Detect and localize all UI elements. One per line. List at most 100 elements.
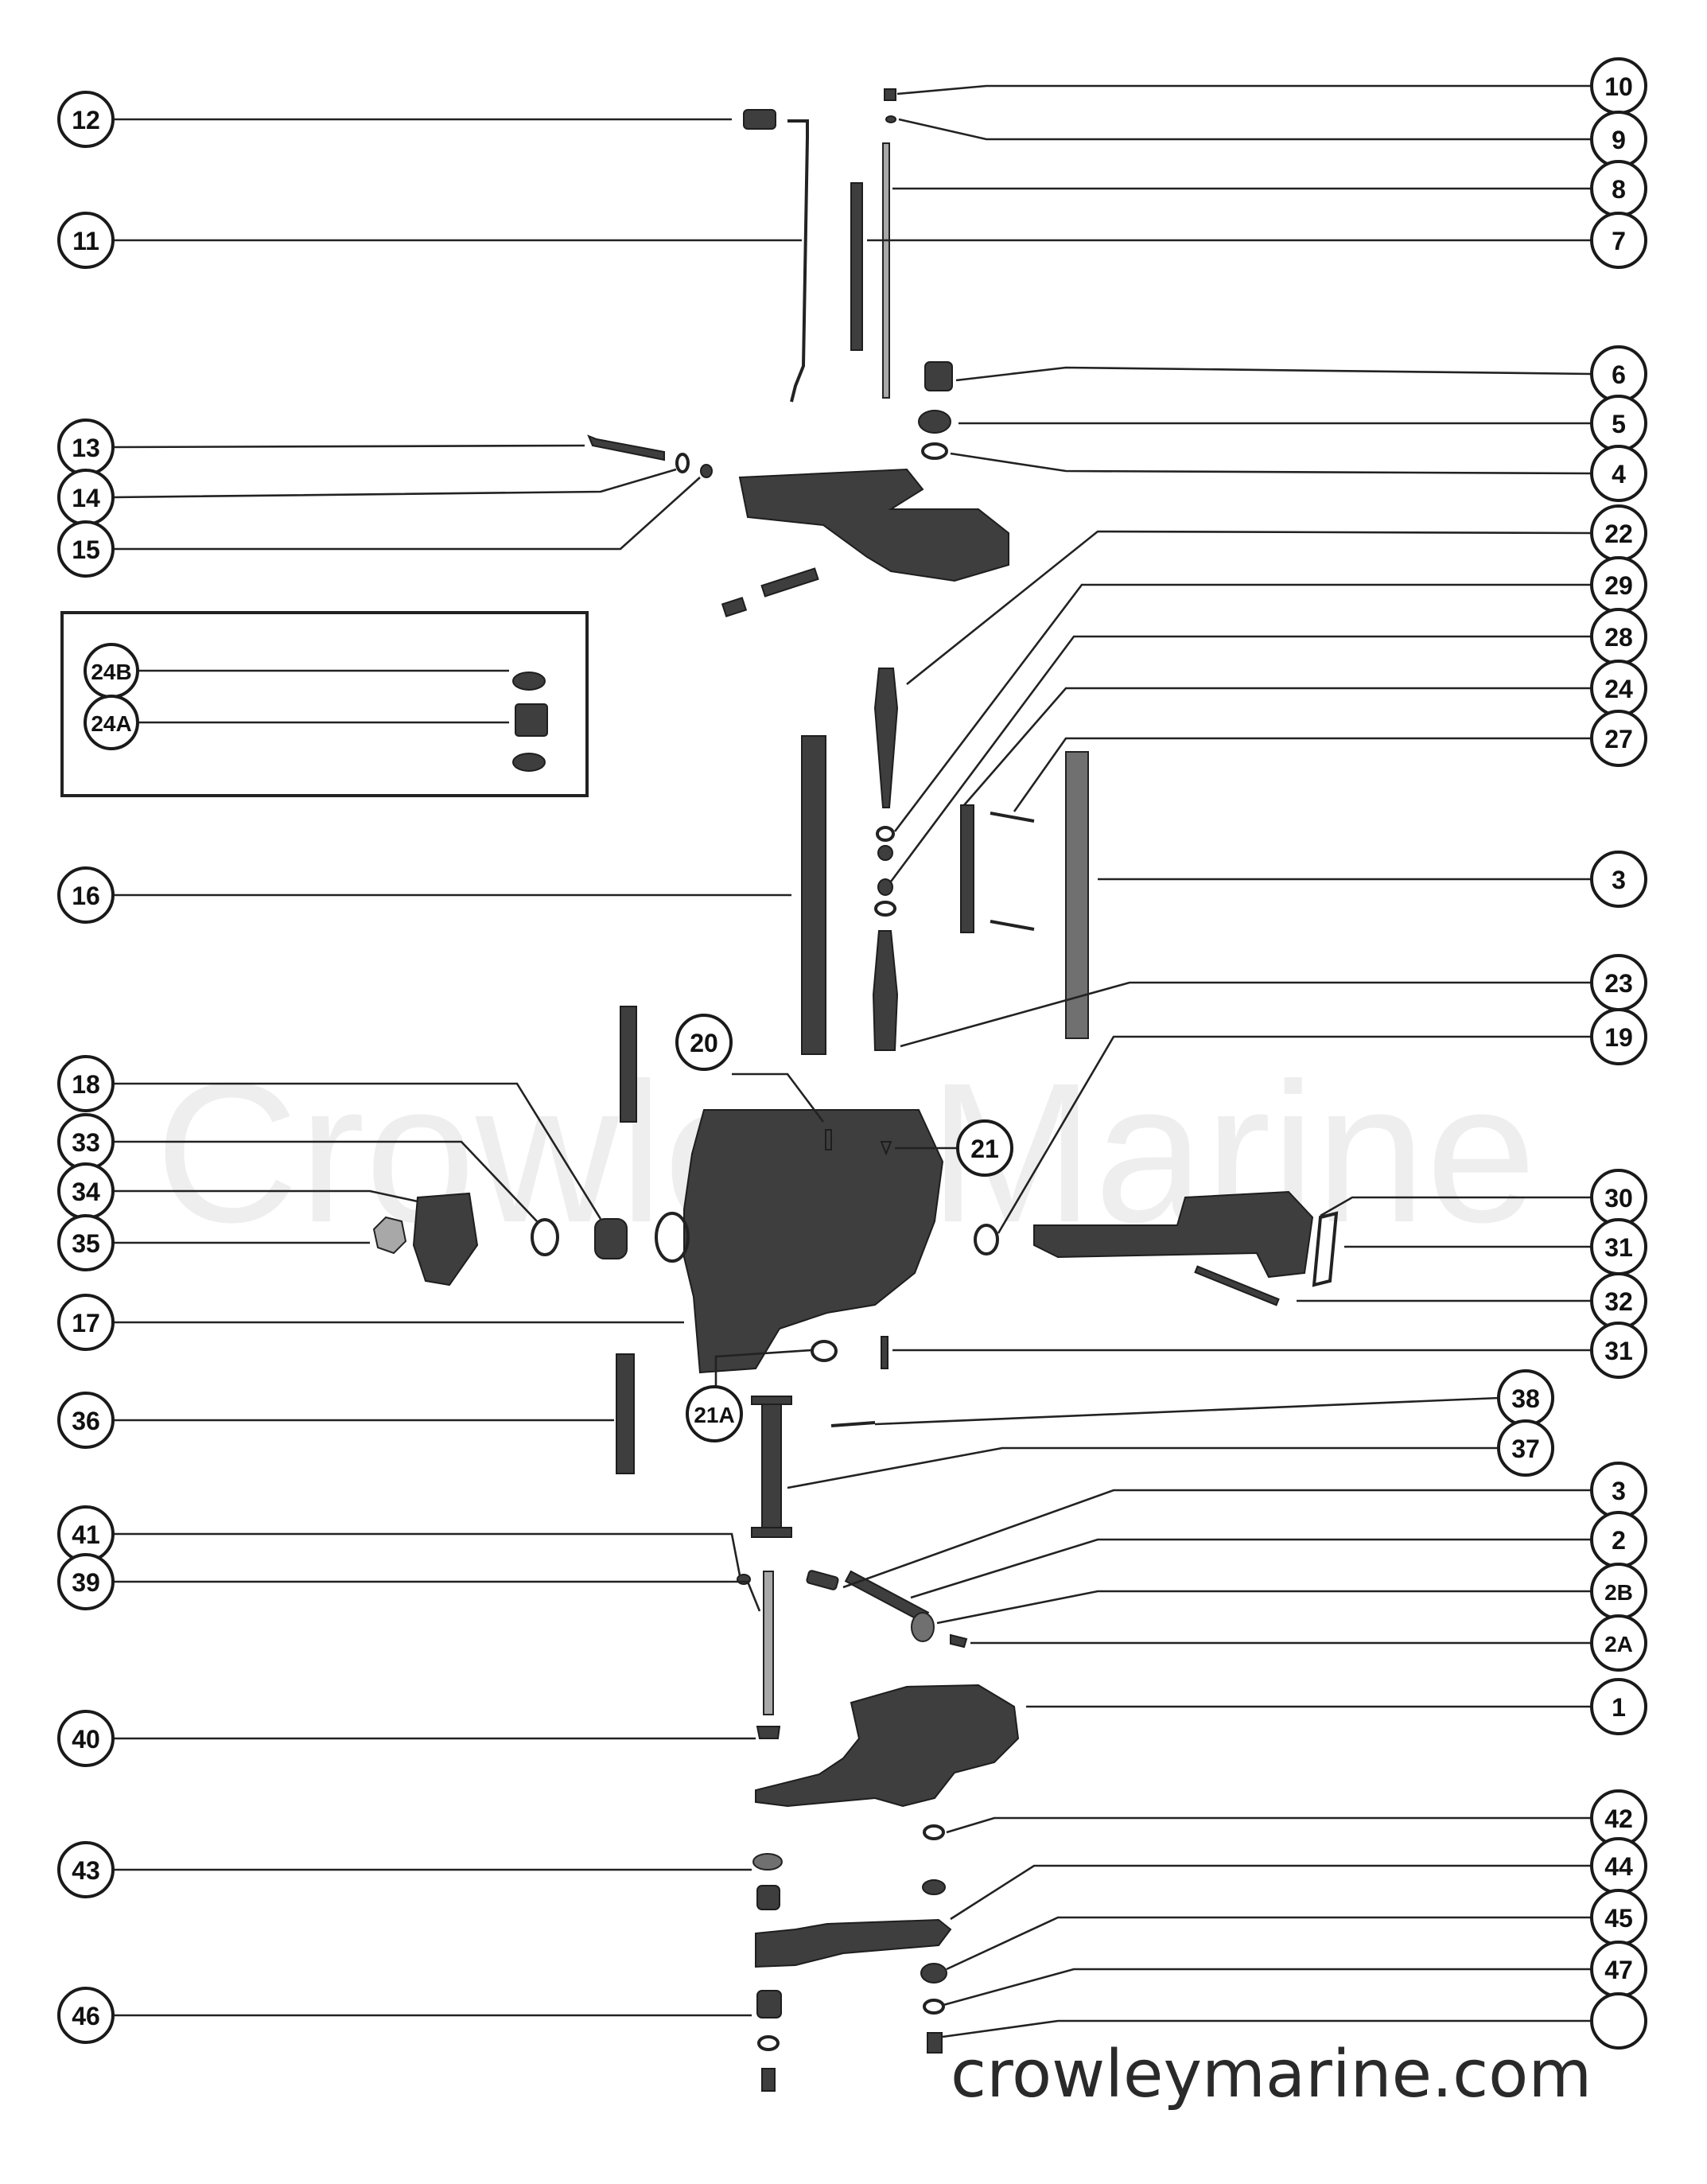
callout-2: 2 [1590,1511,1647,1568]
callout-37: 38 [1497,1369,1554,1427]
svg-text:24: 24 [1604,675,1633,703]
svg-text:5: 5 [1612,410,1626,438]
svg-text:3: 3 [1612,1477,1626,1505]
upper-swivel-bracket [738,468,1009,582]
part-21a-washer [811,1340,838,1362]
callout-1: 1 [1590,1678,1647,1735]
callout-31: 31 [1590,1322,1647,1379]
part-39-screw [756,1726,781,1739]
callout-5: 4 [1590,445,1647,502]
svg-text:24B: 24B [91,660,131,684]
svg-text:16: 16 [72,882,100,910]
callout-21A: 21A [686,1385,743,1442]
part-2b-washer [911,1612,935,1642]
part-25-pin-b [990,920,1035,931]
part-42-washer [752,1853,783,1871]
part-1-lower-bracket [755,1684,1020,1808]
svg-text:29: 29 [1604,571,1633,600]
callout-10: 9 [1590,111,1647,168]
part-27-ring [876,826,895,842]
callout-3: 3 [1590,1462,1647,1519]
svg-text:11: 11 [72,227,99,255]
svg-text:17: 17 [72,1309,100,1337]
callout-42: 43 [57,1841,115,1898]
callout-40: 41 [57,1505,115,1563]
callout-35: 36 [57,1392,115,1449]
part-35-pin [616,1353,635,1474]
svg-text:15: 15 [72,535,100,564]
callout-46: 47 [1590,1941,1647,1998]
svg-text:28: 28 [1604,623,1633,652]
parts-illustration [60,88,1339,2092]
part-17-shaft [801,735,826,1055]
svg-text:22: 22 [1604,520,1633,548]
svg-text:24A: 24A [91,711,131,736]
svg-text:4: 4 [1612,460,1626,489]
svg-text:1: 1 [1612,1693,1626,1722]
svg-text:37: 37 [1511,1435,1540,1463]
part-10-washer [885,115,896,123]
part-15-washer [675,453,690,473]
callout-25: 27 [1590,710,1647,767]
part-23-threaded-rod [872,930,899,1051]
svg-text:27: 27 [1604,725,1633,753]
callout-11: 10 [1590,57,1647,115]
leader-lines [113,84,1592,2038]
svg-text:39: 39 [72,1568,100,1597]
svg-text:2B: 2B [1604,1580,1633,1605]
callout-12: 11 [57,212,115,269]
callout-24: 24 [1590,660,1647,717]
callout-19-left: 18 [57,1055,115,1112]
callout-39: 40 [57,1710,115,1767]
callout-18: 17 [57,1294,115,1351]
callout-8: 7 [1590,212,1647,269]
steering-link-arm [755,1918,952,1968]
callout-28: 30 [1590,1169,1647,1226]
callout-4: 3 [1590,851,1647,908]
upper-pin-long [760,567,819,598]
svg-text:36: 36 [72,1407,100,1435]
part-9-rod [882,142,890,399]
bracket-tube [655,1212,690,1263]
part-24b-washer [512,672,546,691]
part-44-nut [920,1963,947,1984]
part-41-washer [923,1824,945,1840]
callout-32: 33 [57,1113,115,1170]
part-3-pin [806,1570,839,1590]
svg-text:43: 43 [72,1856,100,1885]
callout-7: 6 [1590,345,1647,403]
svg-text:31: 31 [1604,1233,1633,1262]
callout-23: 23 [1590,954,1647,1011]
svg-text:31: 31 [1604,1337,1633,1365]
part-47-screw [927,2032,943,2054]
inset-box [60,611,589,797]
part-26-nut [877,845,893,861]
part-24-tube [960,804,974,933]
svg-text:35: 35 [72,1229,100,1258]
part-19-bushing-left [594,1218,628,1259]
callout-34: 35 [57,1214,115,1271]
svg-text:45: 45 [1604,1904,1633,1933]
part-36-bolt-head [751,1396,792,1405]
callout-2A: 2A [1590,1614,1647,1672]
callout-16: 15 [57,520,115,578]
svg-text:47: 47 [1604,1956,1633,1984]
part-4-bolt [1065,751,1089,1039]
svg-text:46: 46 [72,2002,100,2030]
callout-27: 29 [1590,556,1647,613]
callout-6: 5 [1590,395,1647,452]
part-8-strip [850,182,863,351]
part-26b [877,878,893,896]
svg-text:34: 34 [72,1178,100,1206]
part-13-spring [743,109,776,130]
svg-text:30: 30 [1604,1184,1633,1213]
part-32-ring [531,1218,559,1256]
part-pin-upper [620,1006,637,1123]
part-45-bushing [756,1990,782,2019]
svg-text:14: 14 [72,484,100,512]
callout-36: 37 [1497,1419,1554,1477]
svg-text:7: 7 [1612,227,1626,255]
callout-14: 13 [57,419,115,476]
part-30-pin [1194,1265,1280,1306]
callouts: 12 11 13 14 15 24B 24A 16 18 33 34 35 17… [57,57,1647,2050]
